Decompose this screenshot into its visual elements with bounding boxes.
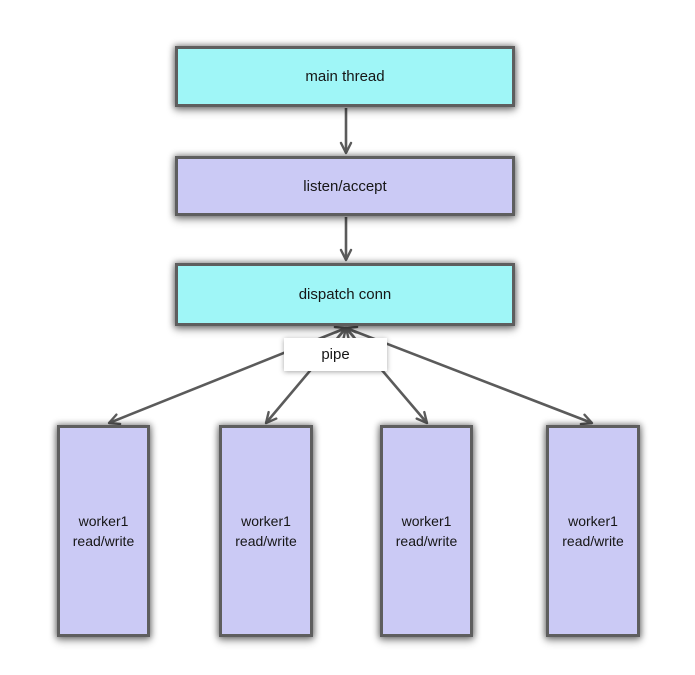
worker-name: worker1 — [241, 513, 291, 529]
worker-name: worker1 — [78, 513, 129, 529]
node-worker-4-label: worker1 read/write — [562, 511, 623, 551]
node-worker-2: worker1 read/write — [219, 425, 313, 637]
node-listen-accept-label: listen/accept — [303, 177, 387, 195]
edge-label-pipe-text: pipe — [321, 346, 350, 363]
node-dispatch-conn: dispatch conn — [175, 263, 515, 326]
worker-role: read/write — [562, 533, 624, 549]
node-worker-1: worker1 read/write — [57, 425, 150, 637]
node-worker-1-label: worker1 read/write — [73, 511, 134, 551]
worker-role: read/write — [235, 533, 297, 549]
worker-name: worker1 — [568, 513, 618, 529]
node-worker-3: worker1 read/write — [380, 425, 473, 637]
node-worker-2-label: worker1 read/write — [235, 511, 296, 551]
node-worker-3-label: worker1 read/write — [396, 511, 457, 551]
node-main-thread: main thread — [175, 46, 515, 107]
worker-name: worker1 — [401, 513, 452, 529]
node-listen-accept: listen/accept — [175, 156, 515, 216]
worker-role: read/write — [395, 533, 458, 549]
edge-dispatch-to-worker-4 — [344, 325, 594, 426]
worker-role: read/write — [72, 533, 135, 549]
node-worker-4: worker1 read/write — [546, 425, 640, 637]
node-dispatch-conn-label: dispatch conn — [298, 286, 392, 303]
edge-label-pipe: pipe — [284, 338, 387, 371]
node-main-thread-label: main thread — [305, 68, 385, 85]
